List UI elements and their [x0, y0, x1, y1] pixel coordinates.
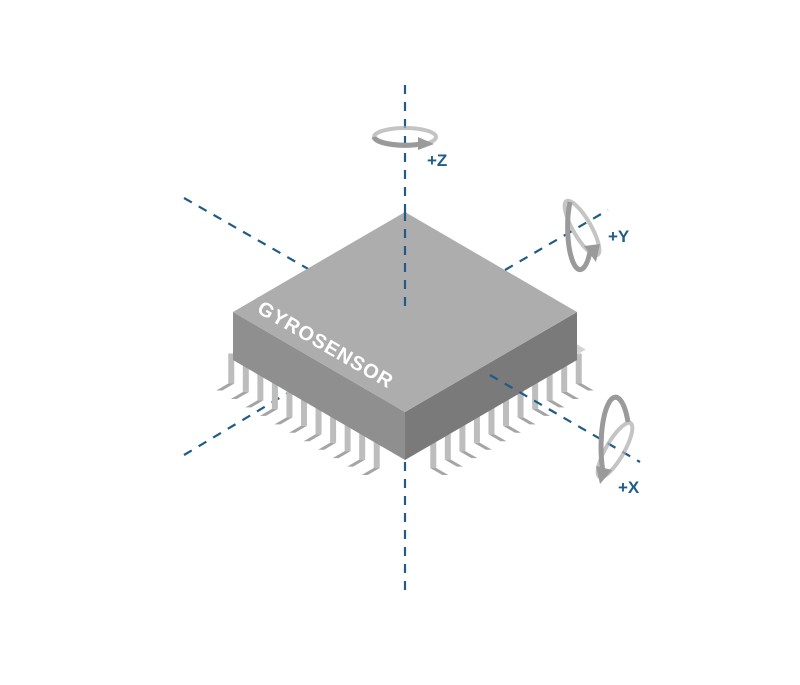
left-pin-9	[332, 411, 364, 459]
x-axis-back	[183, 197, 311, 271]
x-axis-front	[489, 374, 641, 463]
chip-body: GYROSENSOR	[233, 212, 577, 460]
left-pin-4	[259, 369, 291, 416]
x-rotation-arrow-icon	[595, 394, 635, 484]
y-axis-label: +Y	[608, 227, 630, 246]
z-rotation-arrow-icon	[371, 126, 438, 150]
z-axis-label: +Z	[427, 151, 447, 170]
pins-left-row	[216, 344, 393, 476]
left-pin-2	[230, 352, 262, 399]
chip-top	[233, 212, 577, 412]
chip-right-side	[405, 312, 577, 460]
left-pin-7	[303, 394, 335, 442]
left-pin-1	[216, 344, 248, 391]
left-pin-11	[361, 428, 393, 476]
y-axis-back	[504, 209, 609, 271]
left-pin-8	[318, 403, 350, 450]
axes-front	[403, 209, 641, 592]
left-pin-3	[245, 361, 277, 408]
left-pin-6	[289, 386, 320, 433]
x-axis-label: +X	[618, 478, 640, 497]
left-pin-10	[347, 420, 379, 467]
chip-left-side	[233, 312, 405, 460]
y-rotation-arrow-icon	[562, 198, 602, 272]
